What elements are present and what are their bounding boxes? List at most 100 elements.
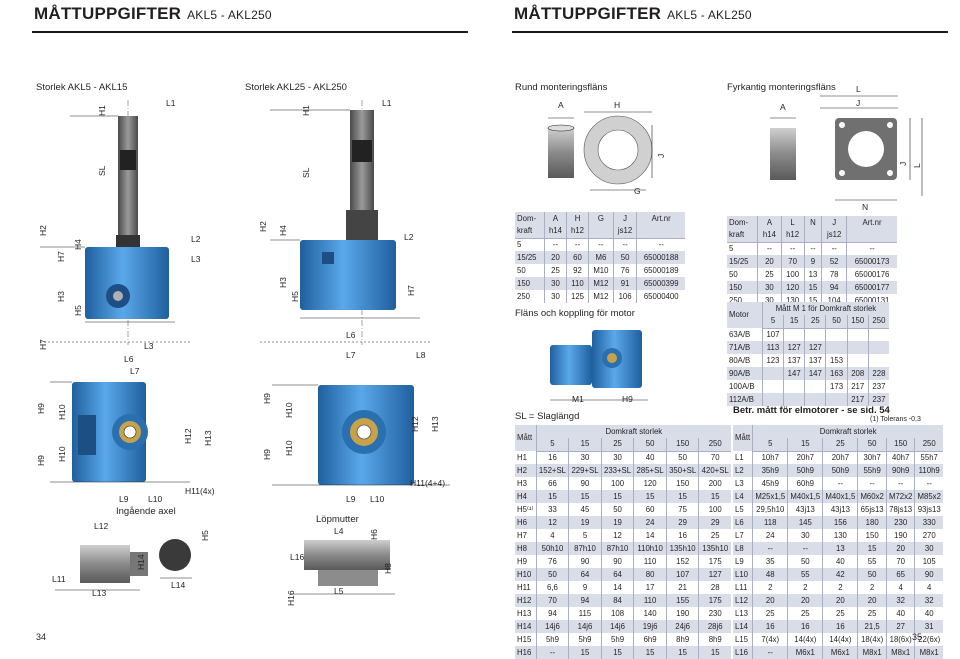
table-cell: 18(6x) <box>885 633 915 646</box>
table-cell: 14(4x) <box>822 633 858 646</box>
dim-label-H9-large-b: H9 <box>262 449 272 460</box>
table-cell: H2 <box>515 464 537 477</box>
table-cell: H15 <box>517 634 532 644</box>
table-cell: 217 <box>846 393 869 406</box>
header-cell: 150 <box>846 315 869 329</box>
table-cell: 208 <box>846 367 869 380</box>
table-cell: 16 <box>752 620 788 633</box>
header-cell: 50 <box>857 438 887 452</box>
table-cell: 5 <box>517 239 522 249</box>
table-cell: 180 <box>857 516 887 529</box>
table-cell: M8x1 <box>857 646 887 659</box>
table-cell: 163 <box>825 367 848 380</box>
table-cell: 28 <box>698 581 731 594</box>
header-cell: Art.nr <box>846 216 897 229</box>
header-cell: 5 <box>535 438 569 452</box>
header-cell: 150 <box>885 438 915 452</box>
table-cell: 64 <box>600 568 634 581</box>
table-cell: 17 <box>633 581 667 594</box>
table-cell: 60 <box>633 503 667 516</box>
table-cell: H7 <box>517 530 527 540</box>
table-cell: 100 <box>698 503 731 516</box>
table-cell: 30 <box>600 451 634 464</box>
table-cell: 25 <box>822 607 858 620</box>
table-cell: 28j6 <box>698 620 731 633</box>
dim-label-H9: H9 <box>36 403 46 414</box>
dim-label-H10: H10 <box>57 404 67 420</box>
table-cell: H3 <box>517 478 527 488</box>
table-cell: H4 <box>515 490 537 503</box>
dim-label-L6: L6 <box>124 354 134 364</box>
header-cell: Mått <box>733 425 753 451</box>
dim-label-H6: H6 <box>369 529 379 540</box>
table-cell: 19 <box>568 516 602 529</box>
table-cell: 78js13 <box>885 503 915 516</box>
table-cell: 233+SL <box>600 464 634 477</box>
table-cell: 152 <box>665 555 699 568</box>
dim-label-L8-large: L8 <box>416 350 426 360</box>
table-cell: 15 <box>857 542 887 555</box>
table-cell: 15 <box>568 646 602 659</box>
table-cell: 25 <box>857 607 887 620</box>
table-cell: 24 <box>752 529 788 542</box>
caption-square-flange: Fyrkantig monteringsfläns <box>727 82 836 93</box>
table-cell: M12 <box>588 277 614 290</box>
table-cell: 35h9 <box>752 464 788 477</box>
table-cell: 330 <box>914 516 943 529</box>
header-cell: kraft <box>727 229 758 243</box>
header-rule-right <box>512 31 948 33</box>
table-cell: -- <box>543 238 567 251</box>
table-cell: 50h9 <box>822 464 858 477</box>
table-cell: L4 <box>733 490 753 503</box>
table-cell: 45h9 <box>752 477 788 490</box>
table-cell <box>825 393 848 406</box>
table-cell: 50 <box>665 451 699 464</box>
table-row: 5---------- <box>727 242 897 255</box>
table-cell: 110 <box>633 594 667 607</box>
table-cell: 60 <box>565 251 589 264</box>
dim-label-G-round: G <box>634 186 641 196</box>
title-sub: AKL5 - AKL250 <box>667 8 752 22</box>
table-cell: 8h9 <box>698 633 731 646</box>
table-cell: L1 <box>735 452 744 462</box>
table-cell: 70 <box>780 255 805 268</box>
table-cell: L16 <box>733 646 753 659</box>
table-cell: 90 <box>914 568 943 581</box>
dim-label-H10-large: H10 <box>284 402 294 418</box>
caption-sl-note: SL = Slaglängd <box>515 411 580 422</box>
table-cell: 175 <box>698 555 731 568</box>
table-cell: L11 <box>735 582 748 592</box>
table-cell: -- <box>821 242 847 255</box>
header-cell: A <box>757 216 782 229</box>
small-jack-side <box>50 381 190 483</box>
table-cell: 5h9 <box>568 633 602 646</box>
table-cell: 217 <box>846 380 869 393</box>
table-cell: M72x2 <box>885 490 915 503</box>
table-cell: 50 <box>787 555 823 568</box>
header-cell: 250 <box>867 315 889 329</box>
dim-label-L10-large: L10 <box>370 494 385 504</box>
table-cell: 25 <box>757 268 782 281</box>
dim-label-H1: H1 <box>97 105 107 116</box>
dim-label-SL: SL <box>97 165 107 176</box>
table-cell: 237 <box>867 380 889 393</box>
table-cell: 50h10 <box>535 542 569 555</box>
dim-label-H5-b: H5 <box>200 530 210 541</box>
table-cell: 70 <box>535 594 569 607</box>
table-cell: 70 <box>885 555 915 568</box>
dim-label-A-square: A <box>780 102 786 112</box>
dim-label-H13-large: H13 <box>430 416 440 432</box>
table-cell: 20h7 <box>787 451 823 464</box>
small-jack-front <box>40 100 190 345</box>
